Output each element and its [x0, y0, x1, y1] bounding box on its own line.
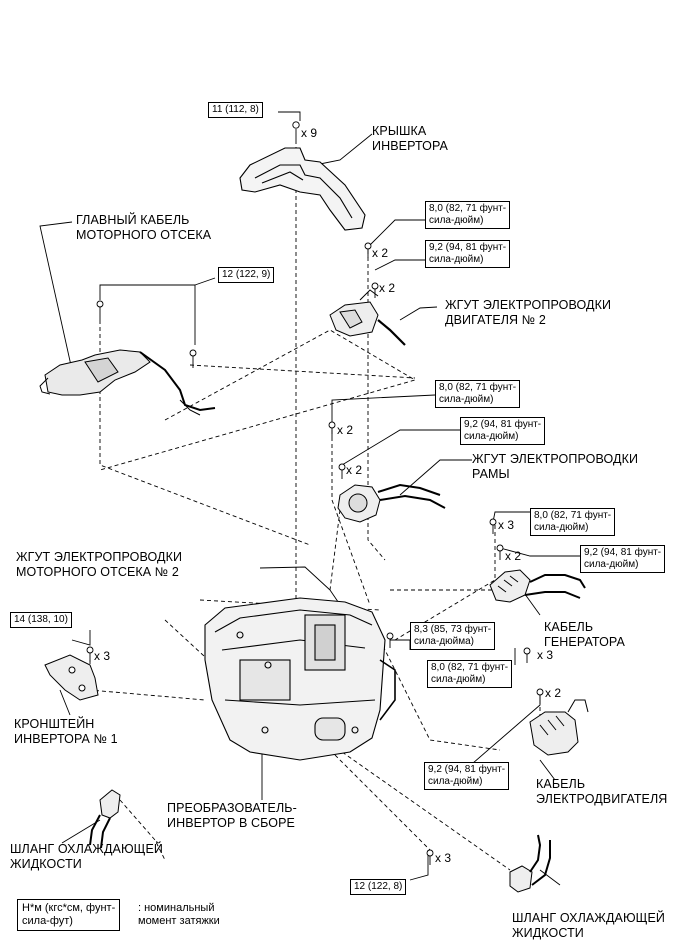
bolt-quantity: x 3: [498, 518, 515, 532]
assembly-line-frame-harness-2: [329, 509, 341, 591]
motor-cable-part: [529, 699, 589, 756]
bolt-icon: [364, 242, 372, 258]
torque-spec: 8,0 (82, 71 фунт- сила-дюйм): [530, 508, 616, 536]
label-generator-cable: КАБЕЛЬ ГЕНЕРАТОРА: [544, 620, 625, 649]
torque-spec: 9,2 (94, 81 фунт- сила-дюйм): [425, 240, 511, 268]
torque-spec: 8,0 (82, 71 фунт- сила-дюйм): [425, 201, 511, 229]
label-inverter-cover: КРЫШКА ИНВЕРТОРА: [372, 124, 448, 153]
bolt-quantity: x 2: [337, 423, 354, 437]
inverter-assembly-part: [204, 597, 396, 761]
frame-harness-part: [337, 483, 446, 523]
bolt-icon: [96, 300, 104, 320]
assembly-line-hose-right: [329, 749, 431, 851]
bolt-quantity: x 3: [537, 648, 554, 662]
coolant-hose-right-part: [509, 834, 551, 893]
legend-meaning: : номинальный момент затяжки: [138, 902, 220, 927]
bolt-quantity: x 2: [372, 246, 389, 260]
bolt-icon: [189, 349, 197, 368]
torque-spec: 12 (122, 8): [350, 879, 407, 895]
bolt-quantity: x 3: [94, 649, 111, 663]
assembly-line-cable-to-harness: [99, 329, 417, 471]
bolt-icon: [536, 688, 544, 704]
label-converter-assy: ПРЕОБРАЗОВАТЕЛЬ- ИНВЕРТОР В СБОРЕ: [167, 801, 297, 830]
bolt-quantity: x 9: [301, 126, 318, 140]
label-frame-harness: ЖГУТ ЭЛЕКТРОПРОВОДКИ РАМЫ: [472, 452, 639, 481]
bolt-icon: [523, 647, 531, 663]
label-inverter-bracket: КРОНШТЕЙН ИНВЕРТОРА № 1: [14, 717, 118, 746]
assembly-line-bracket: [89, 660, 206, 701]
assembly-line-main-cable: [99, 320, 311, 546]
bolt-quantity: x 2: [545, 686, 562, 700]
legend-unit: Н*м (кгс*см, фунт- сила-фут): [17, 899, 121, 931]
torque-spec: 8,0 (82, 71 фунт- сила-дюйм): [427, 660, 513, 688]
engine-harness-2-part: [329, 289, 406, 346]
bolt-icon: [386, 632, 394, 648]
bolt-icon: [371, 282, 379, 298]
label-engine-harness-2: ЖГУТ ЭЛЕКТРОПРОВОДКИ ДВИГАТЕЛЯ № 2: [445, 298, 612, 327]
bolt-quantity: x 2: [505, 549, 522, 563]
torque-spec: 8,3 (85, 73 фунт- сила-дюйма): [410, 622, 496, 650]
torque-spec: 9,2 (94, 81 фунт- сила-дюйм): [460, 417, 546, 445]
torque-spec: 12 (122, 9): [218, 267, 275, 283]
torque-spec: 9,2 (94, 81 фунт- сила-дюйм): [580, 545, 666, 573]
assembly-line-motor-cable: [379, 639, 501, 751]
bolt-icon: [426, 849, 434, 865]
assembly-line-engine-harness: [367, 250, 386, 561]
inverter-bracket-part: [44, 654, 99, 701]
torque-spec: 14 (138, 10): [10, 612, 72, 628]
bolt-icon: [328, 421, 336, 437]
assembly-line-frame-harness: [331, 430, 371, 606]
bolt-quantity: x 2: [346, 463, 363, 477]
torque-spec: 8,0 (82, 71 фунт- сила-дюйм): [435, 380, 521, 408]
main-cable-part: [39, 349, 216, 416]
generator-cable-part: [489, 569, 586, 603]
bolt-icon: [489, 518, 497, 534]
bolt-quantity: x 3: [435, 851, 452, 865]
label-main-cable: ГЛАВНЫЙ КАБЕЛЬ МОТОРНОГО ОТСЕКА: [76, 213, 212, 242]
bolt-quantity: x 2: [379, 281, 396, 295]
bolt-icon: [338, 463, 346, 479]
assembly-line-hose-left: [119, 799, 166, 861]
assembly-line-main-cable-upper: [189, 364, 416, 379]
label-engine-room-harness-2: ЖГУТ ЭЛЕКТРОПРОВОДКИ МОТОРНОГО ОТСЕКА № …: [16, 550, 183, 579]
bolt-icon: [496, 544, 504, 560]
torque-spec: 9,2 (94, 81 фунт- сила-дюйм): [424, 762, 510, 790]
torque-spec: 11 (112, 8): [208, 102, 263, 118]
bolt-icon: [292, 121, 300, 140]
label-coolant-hose-right: ШЛАНГ ОХЛАЖДАЮЩЕЙ ЖИДКОСТИ: [512, 911, 666, 940]
bolt-icon: [86, 646, 94, 662]
label-motor-cable: КАБЕЛЬ ЭЛЕКТРОДВИГАТЕЛЯ: [536, 777, 668, 806]
assembly-line-hose-right-2: [324, 739, 511, 871]
coolant-hose-left-part: [89, 789, 121, 849]
inverter-cover-part: [239, 147, 366, 231]
label-coolant-hose-left: ШЛАНГ ОХЛАЖДАЮЩЕЙ ЖИДКОСТИ: [10, 842, 164, 871]
